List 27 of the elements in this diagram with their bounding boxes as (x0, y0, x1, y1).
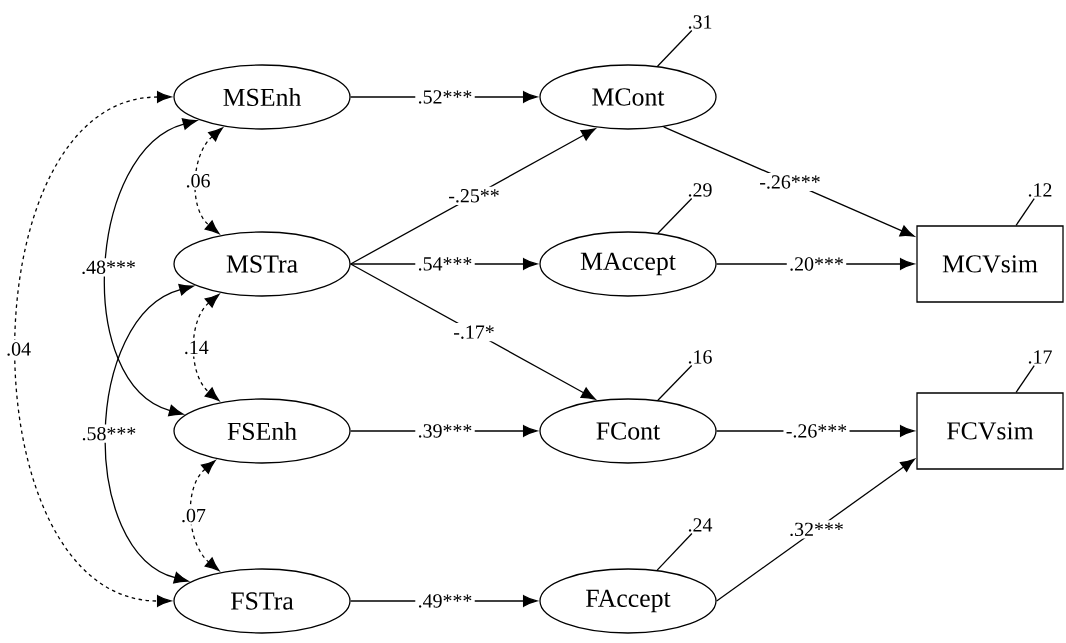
path-arrow (350, 263, 596, 400)
r-squared-label: .24 (688, 518, 713, 532)
edge-label: .48*** (78, 258, 139, 277)
covariance-arrow (104, 118, 198, 417)
covariance-arrow (189, 460, 220, 572)
leader-line (657, 197, 693, 234)
path-arrow (350, 128, 596, 265)
leader-line (1015, 364, 1035, 393)
edge-label: .14 (181, 338, 212, 357)
path-arrow (716, 458, 915, 602)
leader-line (1015, 197, 1035, 226)
leader-line (656, 532, 693, 571)
covariance-arrow (192, 293, 220, 402)
r-squared-label: .31 (688, 15, 712, 29)
r-squared-label: .12 (1028, 183, 1052, 197)
covariance-arrow (194, 127, 223, 235)
leader-line (656, 29, 693, 67)
covariance-arrow (14, 91, 172, 607)
observed-variable-box: MCVsim (916, 225, 1064, 303)
leader-line (657, 364, 693, 401)
observed-variable-box: FCVsim (916, 392, 1064, 470)
r-squared-label: .16 (688, 350, 712, 364)
covariance-arrow (104, 283, 194, 584)
r-squared-label: .29 (688, 183, 712, 197)
edge-label: .32*** (786, 520, 847, 539)
edge-label: -.17* (450, 323, 498, 342)
r-squared-label: .17 (1028, 350, 1052, 364)
